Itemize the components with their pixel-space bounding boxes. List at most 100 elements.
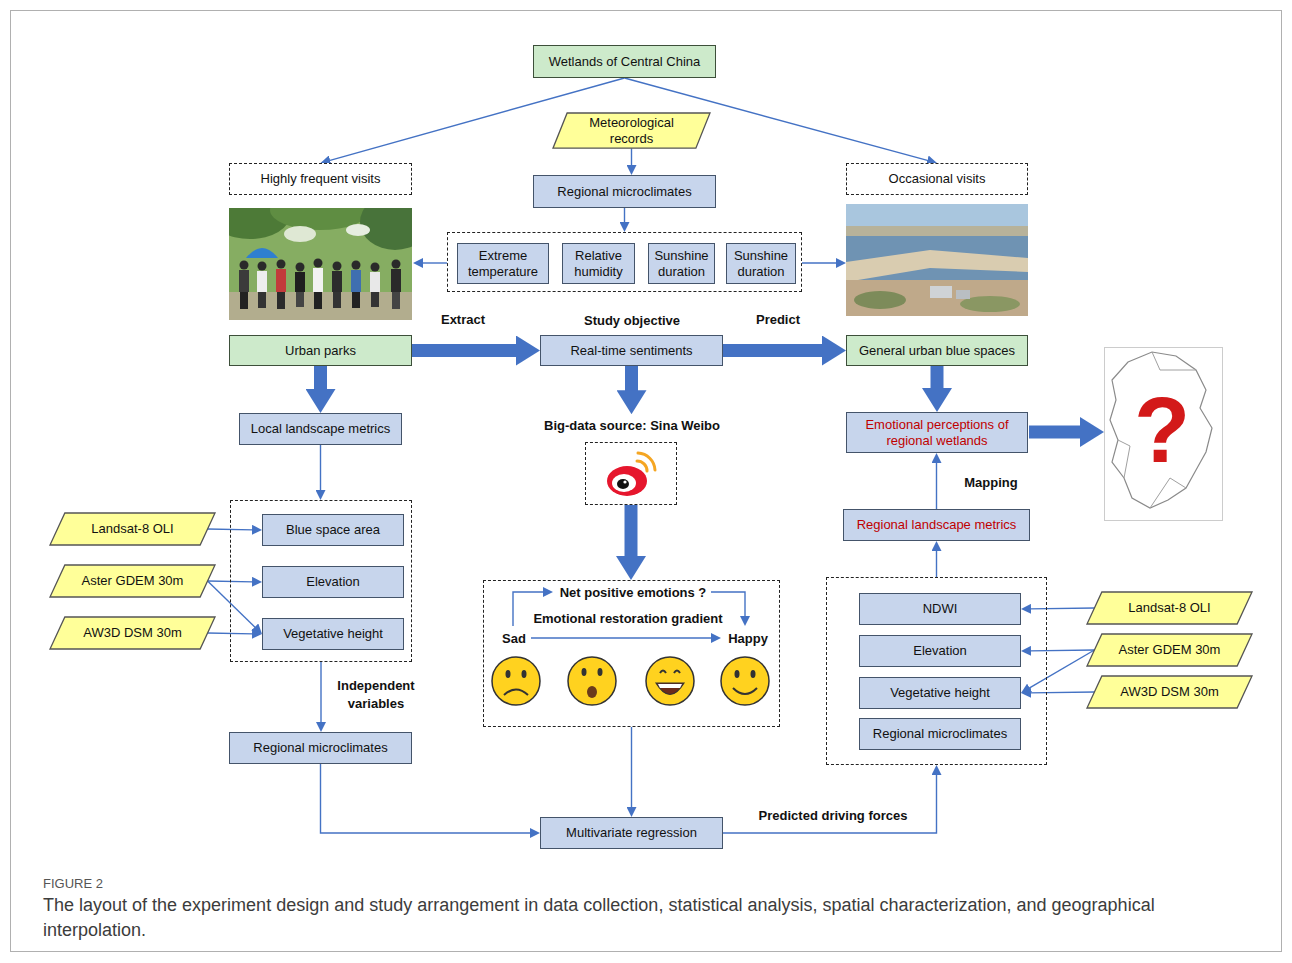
visitor-body (370, 272, 380, 292)
flow-arrow (931, 366, 944, 389)
flow-arrow (412, 344, 517, 357)
flow-arrow (314, 366, 327, 390)
logo-shape (638, 453, 655, 470)
metric-box: Vegetative height (262, 618, 404, 650)
pointer-arrow (422, 262, 447, 263)
visitor-legs (392, 292, 400, 309)
flow-arrow (1029, 426, 1081, 439)
parallelogram-outline (1087, 634, 1252, 666)
map-frame (1105, 348, 1223, 521)
node-text: Aster GDEM 30m (1119, 642, 1221, 658)
node-text: Highly frequent visits (261, 171, 381, 187)
node-text: Meteorological records (567, 115, 696, 146)
face-eye (506, 670, 511, 678)
connector-arrow (320, 445, 321, 491)
face-eye (735, 670, 740, 678)
node-text: AW3D DSM 30m (1120, 684, 1218, 700)
flow-arrow (625, 366, 638, 391)
visitor-head (258, 262, 267, 271)
face-mouth (587, 686, 597, 698)
metric-box: Regional microclimates (859, 718, 1021, 750)
face-eye (522, 670, 527, 678)
logo-shape (623, 480, 626, 483)
node-text: Real-time sentiments (570, 343, 692, 359)
visitor-legs (258, 292, 266, 308)
panel-text: Emotional restoration gradient (533, 611, 722, 627)
node-text: Landsat-8 OLI (91, 521, 173, 537)
panel-text: Net positive emotions ? (560, 585, 707, 601)
parallelogram-outline (50, 513, 215, 545)
connector-arrow (631, 148, 632, 166)
wetland-aerial-photo (846, 204, 1028, 316)
node-text: Local landscape metrics (251, 421, 390, 437)
park-photo (229, 208, 412, 320)
visitor-head (371, 263, 380, 272)
factor-box: Relative humidity (562, 243, 635, 284)
face-teeth (658, 684, 682, 688)
node-text: Wetlands of Central China (549, 54, 701, 70)
visitor-body (391, 269, 401, 292)
face-eye (598, 668, 603, 676)
visitor-body (313, 268, 323, 292)
connector-arrow (321, 764, 532, 833)
visitor-head (314, 259, 323, 268)
process-box: Regional microclimates (533, 175, 716, 208)
province-border (1150, 478, 1186, 508)
process-box: Multivariate regression (540, 817, 723, 849)
sad-face (492, 657, 540, 705)
visitor-legs (371, 292, 379, 307)
edge-label: Extract (438, 311, 488, 329)
edge-label: Independent variables (327, 677, 425, 712)
figure-number: FIGURE 2 (43, 876, 103, 891)
figure-caption: The layout of the experiment design and … (43, 893, 1258, 943)
node-text: Relative humidity (569, 248, 628, 279)
node-text: Vegetative height (283, 626, 383, 642)
node-text: Extreme temperature (464, 248, 542, 279)
section-label: Study objective (584, 313, 680, 328)
path-ground (229, 292, 412, 320)
connector-arrow (631, 727, 632, 808)
process-box: Real-time sentiments (540, 335, 723, 366)
visitor-head (352, 261, 361, 270)
node-text: Vegetative height (890, 685, 990, 701)
province-border (1118, 440, 1130, 478)
visitor-legs (333, 292, 341, 308)
province-border (1152, 352, 1196, 370)
face-eye (751, 670, 756, 678)
visitor-head (392, 260, 401, 269)
node-text: Urban parks (285, 343, 356, 359)
building (956, 290, 970, 299)
node-text: Sunshine duration (733, 248, 789, 279)
title-box: Wetlands of Central China (533, 45, 716, 78)
near-shore (846, 280, 1028, 316)
metric-box: Blue space area (262, 514, 404, 546)
flow-arrow (723, 344, 823, 357)
face-eye (674, 671, 680, 674)
connector-arrow (1029, 650, 1095, 688)
data-source: Aster GDEM 30m (50, 565, 215, 597)
panel-text: Happy (728, 631, 768, 647)
node-text: Regional microclimates (873, 726, 1007, 742)
region-map (1105, 348, 1223, 521)
parallelogram-outline (50, 617, 215, 649)
visitor-legs (314, 292, 322, 309)
node-text: Sunshine duration (654, 248, 708, 279)
pointer-arrow (802, 262, 837, 263)
connector-arrow (936, 550, 937, 577)
visitor-legs (240, 292, 248, 309)
connector-arrow (936, 462, 937, 509)
face-mouth (733, 688, 757, 694)
surprised-face (568, 657, 616, 705)
panel-text: Big-data source: Sina Weibo (544, 418, 720, 434)
node-text: Regional landscape metrics (857, 517, 1017, 533)
visitor-legs (277, 292, 285, 309)
building (930, 286, 952, 298)
edge-label: Predicted driving forces (756, 807, 911, 825)
sandbar (846, 250, 1028, 282)
visitor-head (333, 262, 342, 271)
node-text: Regional microclimates (253, 740, 387, 756)
data-source: AW3D DSM 30m (50, 617, 215, 649)
emotion-panel: Net positive emotions ? Emotional restora… (483, 580, 780, 727)
metric-box: Elevation (859, 635, 1021, 667)
